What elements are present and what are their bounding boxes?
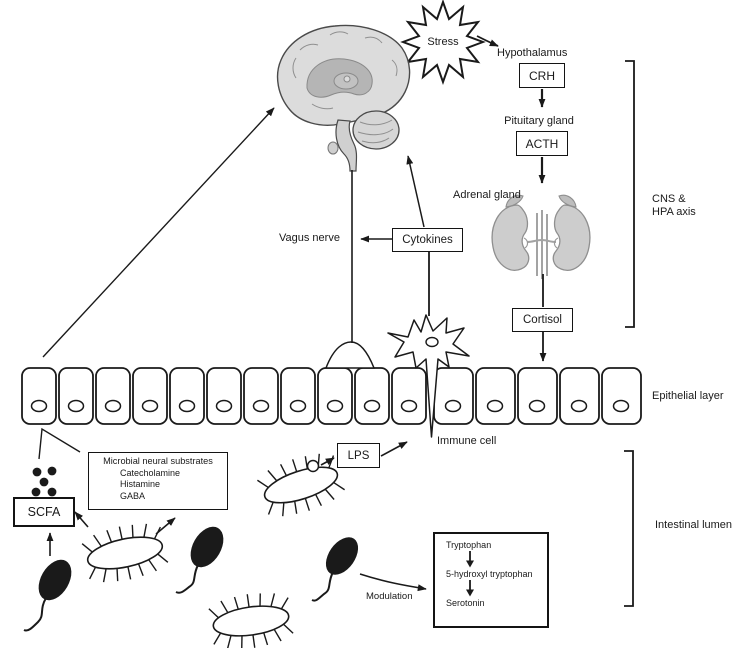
epithelial-cell xyxy=(280,367,316,425)
pathway-step: 5-hydroxyl tryptophan xyxy=(446,569,533,579)
cytokines-box: Cytokines xyxy=(392,228,463,252)
epithelial-cell xyxy=(433,367,474,425)
lps-vesicle-icon xyxy=(306,459,320,473)
arrow-modulation xyxy=(359,573,427,592)
vagus-nerve-terminal-dome xyxy=(324,341,376,369)
arrow-bacteria-to-scfa-diagonal xyxy=(74,511,89,528)
epithelial-layer-cells xyxy=(21,367,642,425)
immune-cell-label: Immune cell xyxy=(437,435,497,447)
modulation-label: Modulation xyxy=(366,591,413,602)
brain-illustration xyxy=(276,24,411,172)
substrate-item: GABA xyxy=(120,490,146,501)
substrates-title: Microbial neural substrates xyxy=(103,456,213,466)
epithelial-cell xyxy=(132,367,168,425)
substrate-item: Histamine xyxy=(120,479,161,489)
epithelial-cell xyxy=(206,367,242,425)
epithelial-cell-nuclei xyxy=(30,399,630,413)
arrow-gut-to-brain-long xyxy=(42,107,275,358)
epithelial-cell xyxy=(391,367,427,425)
intestinal-lumen-label: Intestinal lumen xyxy=(655,519,733,531)
stress-label: Stress xyxy=(427,36,459,48)
diagram-arrows xyxy=(38,35,547,592)
serotonin-pathway-box: Tryptophan 5-hydroxyl tryptophan Seroton… xyxy=(433,532,549,628)
substrate-item: Catecholamine xyxy=(120,467,181,478)
epithelial-cell xyxy=(169,367,205,425)
scfa-dots-icon xyxy=(31,466,57,497)
adrenal-gland-illustration xyxy=(491,194,591,279)
bacterium-flagellate-icon xyxy=(23,559,72,632)
crh-box: CRH xyxy=(519,63,565,88)
arrow-cytokines-to-brain xyxy=(406,155,425,228)
vagus-nerve-label: Vagus nerve xyxy=(279,232,340,244)
scfa-box: SCFA xyxy=(13,497,75,527)
down-arrow-icon xyxy=(466,551,474,568)
arrow-lps-to-immune-cell xyxy=(380,441,408,457)
epithelial-cell xyxy=(58,367,94,425)
bacterium-flagellate-icon xyxy=(175,526,224,594)
microbial-neural-substrates-box: Microbial neural substrates Catecholamin… xyxy=(88,452,228,510)
bacterium-flagellate-icon xyxy=(311,537,359,602)
lines-lumen-to-epithelium xyxy=(38,427,81,460)
epithelial-cell xyxy=(95,367,131,425)
epithelial-cell xyxy=(21,367,57,425)
adrenal-gland-label: Adrenal gland xyxy=(453,189,521,201)
cns-hpa-axis-line1: CNS & xyxy=(652,193,686,205)
epithelial-cell xyxy=(517,367,558,425)
epithelial-cell xyxy=(354,367,390,425)
immune-cell-icon xyxy=(387,314,470,438)
stress-starburst-icon xyxy=(400,0,486,86)
epithelial-cell xyxy=(317,367,353,425)
pathway-step: Tryptophan xyxy=(446,540,492,550)
epithelial-cell xyxy=(559,367,600,425)
cns-hpa-axis-line2: HPA axis xyxy=(652,206,696,218)
acth-box: ACTH xyxy=(516,131,568,156)
arrow-stress-to-hypothalamus xyxy=(476,35,499,47)
down-arrow-icon xyxy=(466,580,474,597)
epithelial-cell xyxy=(243,367,279,425)
arrow-bacterium-to-substrates xyxy=(155,517,176,535)
cortisol-box: Cortisol xyxy=(512,308,573,332)
cns-hpa-bracket xyxy=(625,60,635,328)
epithelial-cell xyxy=(475,367,516,425)
hypothalamus-label: Hypothalamus xyxy=(497,47,568,59)
pituitary-gland-label: Pituitary gland xyxy=(504,115,574,127)
lps-box: LPS xyxy=(337,443,380,468)
epithelial-layer-label: Epithelial layer xyxy=(652,390,724,402)
intestinal-lumen-bracket xyxy=(624,450,634,607)
cns-hpa-axis-label: CNS & HPA axis xyxy=(652,193,696,219)
pathway-step: Serotonin xyxy=(446,598,485,608)
epithelial-cell xyxy=(601,367,642,425)
